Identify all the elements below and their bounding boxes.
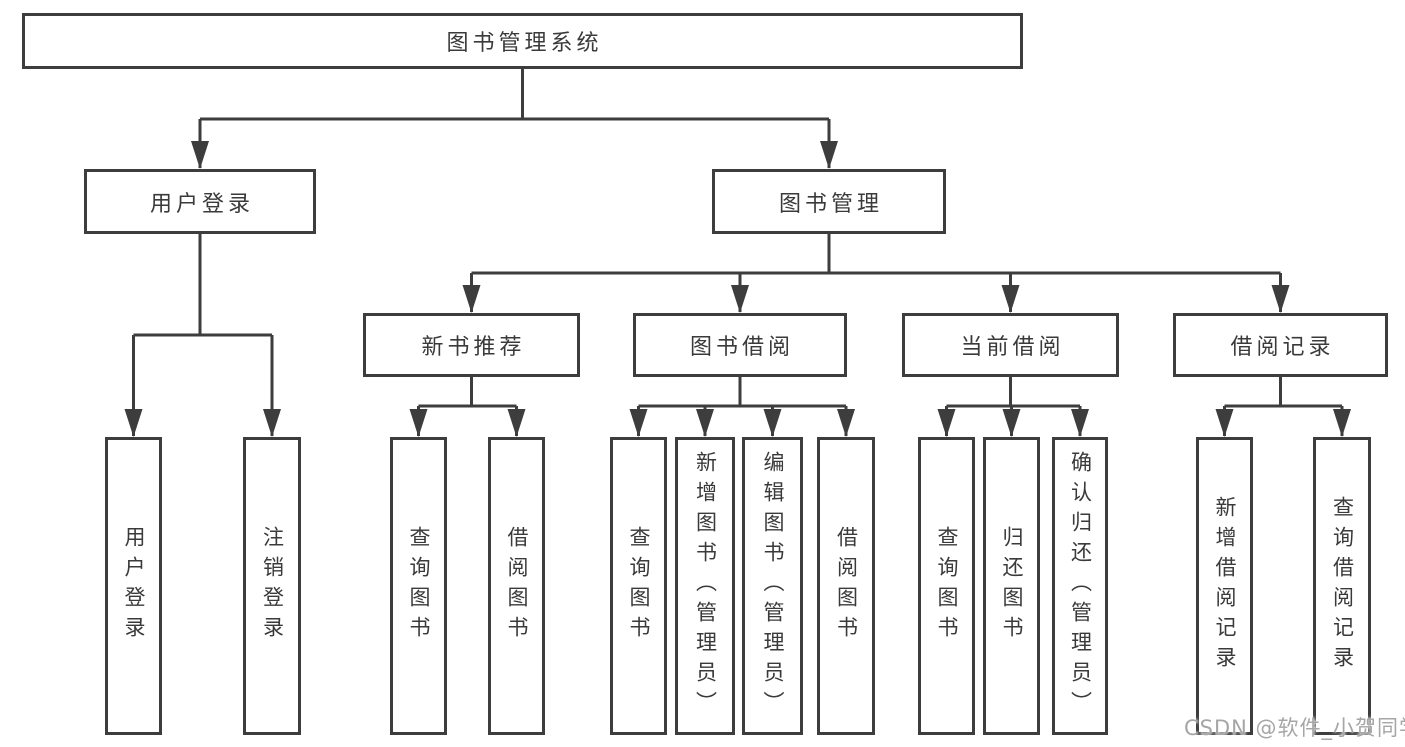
leaf-query-borrow-record: 查询借阅记录 [1313, 437, 1371, 735]
leaf-add-book-label: 新增图书（管理员） [693, 451, 718, 721]
leaf-confirm-return-label: 确认归还（管理员） [1068, 451, 1093, 721]
leaf-confirm-return: 确认归还（管理员） [1052, 437, 1108, 735]
node-user-login-label: 用户登录 [149, 191, 254, 217]
leaf-query-book-3: 查询图书 [918, 437, 975, 735]
leaf-query-book-2-label: 查询图书 [627, 526, 651, 646]
leaf-query-borrow-record-label: 查询借阅记录 [1330, 496, 1355, 676]
connector-borrow-record-children [1215, 377, 1351, 437]
node-book-borrow-label: 图书借阅 [689, 335, 794, 360]
leaf-user-login: 用户登录 [105, 437, 162, 735]
leaf-query-book-1-label: 查询图书 [407, 526, 431, 646]
node-borrow-record: 借阅记录 [1173, 313, 1388, 377]
csdn-watermark: CSDN @软件_小贺同学 [1184, 716, 1405, 740]
node-user-login: 用户登录 [84, 169, 316, 234]
leaf-edit-book-label: 编辑图书（管理员） [761, 451, 785, 721]
node-book-borrow: 图书借阅 [633, 313, 847, 377]
node-current-borrow-label: 当前借阅 [960, 335, 1065, 360]
node-borrow-record-label: 借阅记录 [1230, 335, 1335, 360]
leaf-edit-book: 编辑图书（管理员） [742, 437, 803, 735]
leaf-borrow-book-2-label: 借阅图书 [834, 526, 859, 646]
connector-root-to-level2 [191, 69, 838, 169]
connector-book-borrow-children [629, 377, 855, 437]
leaf-return-book: 归还图书 [983, 437, 1040, 735]
node-root-label: 图书管理系统 [446, 31, 603, 56]
connector-new-book-rec-children [409, 377, 526, 437]
connector-book-mgmt-to-level3 [462, 234, 1290, 313]
node-new-book-rec-label: 新书推荐 [421, 335, 526, 360]
leaf-query-book-1: 查询图书 [390, 437, 447, 735]
node-current-borrow: 当前借阅 [902, 313, 1119, 377]
leaf-borrow-book-1: 借阅图书 [488, 437, 545, 735]
leaf-query-book-3-label: 查询图书 [935, 526, 959, 646]
leaf-borrow-book-1-label: 借阅图书 [505, 526, 529, 646]
connector-user-login-children [124, 234, 281, 437]
node-book-mgmt: 图书管理 [712, 169, 946, 234]
leaf-add-book: 新增图书（管理员） [675, 437, 735, 735]
node-book-mgmt-label: 图书管理 [778, 191, 883, 217]
leaf-borrow-book-2: 借阅图书 [817, 437, 875, 735]
leaf-logout-label: 注销登录 [260, 526, 285, 646]
node-new-book-rec: 新书推荐 [363, 313, 580, 377]
connector-current-borrow-children [937, 377, 1089, 437]
leaf-query-book-2: 查询图书 [610, 437, 667, 735]
leaf-add-borrow-record-label: 新增借阅记录 [1213, 496, 1237, 676]
leaf-logout: 注销登录 [243, 437, 301, 735]
leaf-return-book-label: 归还图书 [1000, 526, 1024, 646]
leaf-user-login-label: 用户登录 [122, 526, 146, 646]
leaf-add-borrow-record: 新增借阅记录 [1196, 437, 1253, 735]
node-root: 图书管理系统 [22, 13, 1023, 69]
